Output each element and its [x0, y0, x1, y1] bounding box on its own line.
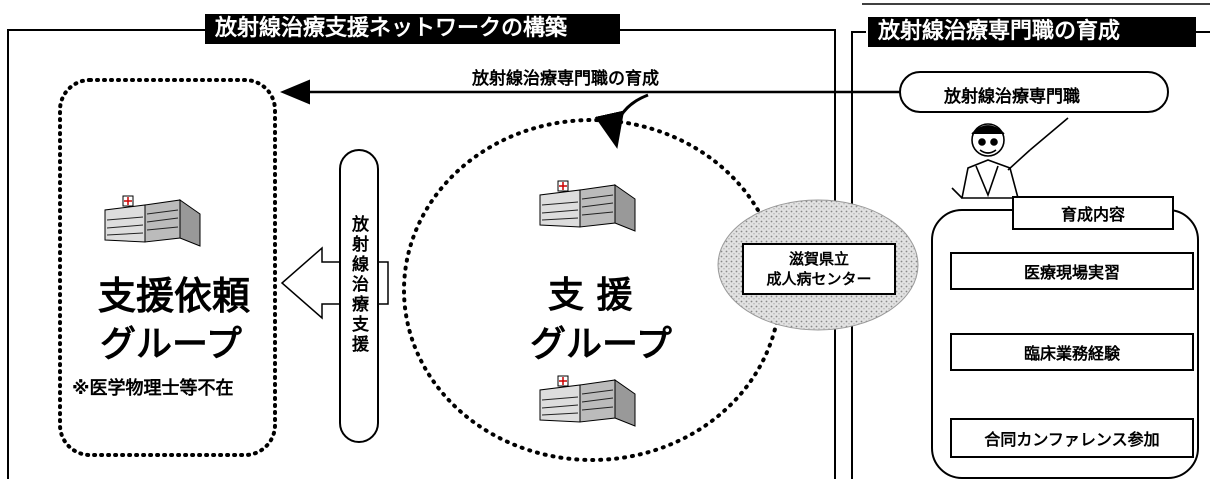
network-panel-frame [7, 29, 836, 479]
requesting-group-title-2: グループ [100, 324, 242, 365]
center-line-2: 成人病センター [766, 270, 872, 288]
hospital-icon-requesting [104, 195, 201, 247]
training-item-3: 合同カンファレンス参加 [950, 418, 1194, 458]
requesting-group-title-1: 支援依頼 [98, 274, 251, 318]
arrow-label: 放射線治療専門職の育成 [472, 69, 659, 89]
training-title: 放射線治療専門職の育成 [868, 17, 1196, 47]
training-item-1: 医療現場実習 [950, 252, 1194, 290]
requesting-group-outline [58, 78, 277, 457]
center-line-1: 滋賀県立 [788, 250, 849, 268]
specialist-label: 放射線治療専門職 [944, 87, 1080, 107]
center-box: 滋賀県立 成人病センター [742, 243, 896, 295]
training-item-2: 臨床業務経験 [950, 333, 1194, 371]
support-label: 放射線治療支援 [348, 215, 368, 355]
support-group-title-1: 支 援 [548, 275, 633, 316]
support-group-title-2: グループ [530, 324, 672, 365]
teacher-icon [951, 117, 1069, 199]
hospital-icon-support-top [539, 180, 636, 232]
specialist-pill [899, 71, 1169, 113]
training-panel-frame [851, 31, 866, 479]
training-header: 育成内容 [1012, 196, 1174, 230]
network-title: 放射線治療支援ネットワークの構築 [205, 14, 620, 44]
support-capsule [339, 149, 379, 443]
requesting-group-note: ※医学物理士等不在 [72, 378, 234, 399]
curved-arrow [594, 93, 649, 149]
hospital-icon-support-bottom [539, 375, 636, 427]
